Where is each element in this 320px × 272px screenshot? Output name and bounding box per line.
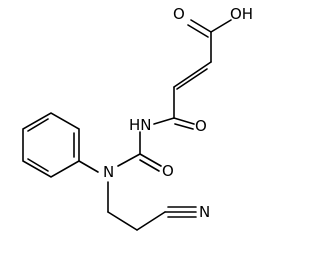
nitrile-nitrogen-label: N xyxy=(199,203,210,221)
tertiary-nitrogen-label: N xyxy=(103,163,114,181)
phenyl-ring xyxy=(22,112,80,178)
phenyl-inner-bond-3 xyxy=(27,158,49,172)
bond-c1-o-double-b xyxy=(187,24,209,38)
phenyl-inner-bond-2 xyxy=(27,118,49,132)
bond-c2-c3-a xyxy=(173,61,212,88)
bond-c1-o-double-a xyxy=(190,19,212,33)
amide-nh-label: HN xyxy=(129,116,152,134)
molecule-drawing: OH O HN O O N N xyxy=(22,5,253,231)
bond-c4-o-double-b xyxy=(174,123,194,130)
bond-c1-oh xyxy=(210,19,232,33)
amide-oxygen-label: O xyxy=(195,117,207,135)
bond-c2-c3-b xyxy=(176,68,208,90)
bond-c4-nh xyxy=(153,117,175,125)
bond-ch2-ch2 xyxy=(107,211,138,231)
structure-canvas: OH O HN O O N N xyxy=(22,5,253,231)
bond-c4-o-double-a xyxy=(173,117,195,125)
bond-ch2-cn xyxy=(136,211,166,231)
bond-n-phenyl xyxy=(78,160,99,173)
hydroxyl-label: OH xyxy=(230,5,253,23)
bond-c5-o-double-b xyxy=(139,159,160,172)
bond-c5-n xyxy=(117,153,141,167)
acid-oxygen-label: O xyxy=(173,5,185,23)
bond-c5-o-double-a xyxy=(139,153,162,167)
urea-oxygen-label: O xyxy=(162,162,174,180)
